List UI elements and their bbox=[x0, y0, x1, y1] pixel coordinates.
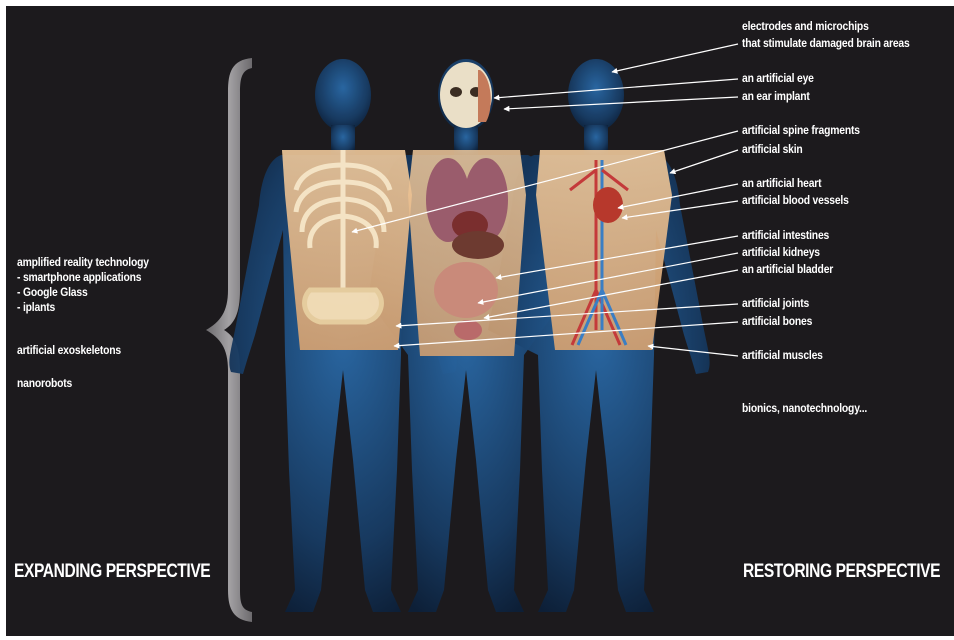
electrodes-label-line1: electrodes and microchips bbox=[742, 20, 869, 35]
skull bbox=[440, 62, 492, 128]
electrodes-label-line2: that stimulate damaged brain areas bbox=[742, 37, 910, 52]
intestines-label: artificial intestines bbox=[742, 229, 829, 244]
restoring-perspective-heading: RESTORING PERSPECTIVE bbox=[743, 561, 940, 583]
heart bbox=[593, 187, 623, 223]
vessels-label: artificial blood vessels bbox=[742, 194, 849, 209]
left-technology-list: amplified reality technology - smartphon… bbox=[17, 256, 149, 316]
expanding-perspective-heading: EXPANDING PERSPECTIVE bbox=[14, 561, 210, 583]
joints-label: artificial joints bbox=[742, 297, 809, 312]
ear-label: an ear implant bbox=[742, 90, 810, 105]
left-line: - Google Glass bbox=[17, 286, 149, 301]
kidneys-label: artificial kidneys bbox=[742, 246, 820, 261]
spine-label: artificial spine fragments bbox=[742, 124, 860, 139]
heart-label: an artificial heart bbox=[742, 177, 821, 192]
bones-label: artificial bones bbox=[742, 315, 812, 330]
muscles-label: artificial muscles bbox=[742, 349, 823, 364]
eye-label: an artificial eye bbox=[742, 72, 814, 87]
left-line: amplified reality technology bbox=[17, 256, 149, 271]
left-line: - iplants bbox=[17, 301, 149, 316]
nanorobots-label: nanorobots bbox=[17, 377, 72, 392]
bladder-label: an artificial bladder bbox=[742, 263, 833, 278]
left-line: - smartphone applications bbox=[17, 271, 149, 286]
exoskeletons-label: artificial exoskeletons bbox=[17, 344, 121, 359]
skin-label: artificial skin bbox=[742, 143, 803, 158]
torso-right bbox=[536, 150, 672, 350]
bionics-label: bionics, nanotechnology... bbox=[742, 402, 867, 417]
